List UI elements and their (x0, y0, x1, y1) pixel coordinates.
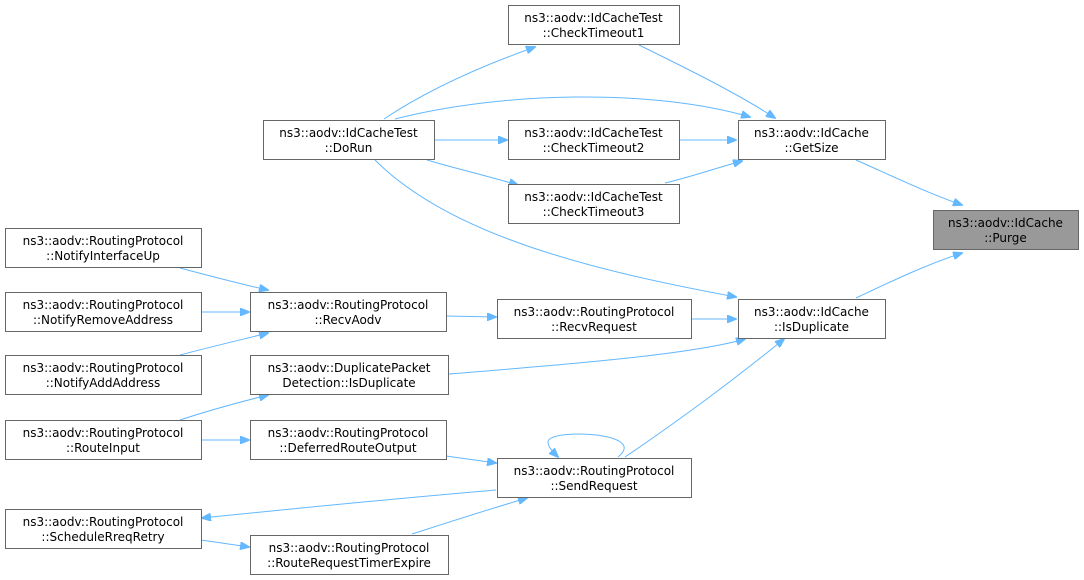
node-label-line1: ns3::aodv::RoutingProtocol (23, 234, 184, 248)
node-notifyaddaddress[interactable]: ns3::aodv::RoutingProtocol::NotifyAddAdd… (5, 355, 202, 395)
edge-getsize-to-purge (855, 159, 962, 205)
node-routerequesttimerexpire[interactable]: ns3::aodv::RoutingProtocol::RouteRequest… (250, 535, 449, 575)
node-checktimeout1[interactable]: ns3::aodv::IdCacheTest::CheckTimeout1 (508, 5, 680, 45)
node-box (250, 355, 449, 395)
node-label-line2: ::NotifyInterfaceUp (46, 249, 160, 263)
edge-sendrequest-to-sendrequest (547, 433, 625, 457)
node-label-line2: ::CheckTimeout2 (543, 141, 645, 155)
node-label-line1: ns3::aodv::RoutingProtocol (23, 515, 184, 529)
node-box (738, 299, 886, 339)
node-recvaodv[interactable]: ns3::aodv::RoutingProtocol::RecvAodv (250, 292, 447, 332)
node-label-line1: ns3::aodv::IdCache (754, 305, 869, 319)
edge-notifyinterfaceup-to-recvaodv (179, 267, 268, 290)
node-label-line1: ns3::aodv::IdCache (948, 216, 1063, 230)
node-routeinput[interactable]: ns3::aodv::RoutingProtocol::RouteInput (5, 420, 202, 460)
node-dorun[interactable]: ns3::aodv::IdCacheTest::DoRun (263, 120, 435, 160)
node-box (508, 120, 680, 160)
node-box (250, 292, 447, 332)
node-label-line1: ns3::aodv::IdCacheTest (279, 126, 418, 140)
node-label-line1: ns3::aodv::RoutingProtocol (268, 426, 429, 440)
node-label-line1: ns3::aodv::RoutingProtocol (514, 464, 675, 478)
edge-checktimeout3-to-getsize (664, 161, 742, 184)
node-label-line1: ns3::aodv::RoutingProtocol (23, 361, 184, 375)
node-label-line2: ::RouteInput (66, 441, 140, 455)
node-label-line1: ns3::aodv::RoutingProtocol (269, 541, 430, 555)
node-isduplicate[interactable]: ns3::aodv::IdCache::IsDuplicate (738, 299, 886, 339)
node-label-line2: ::DoRun (325, 141, 373, 155)
node-label-line1: ns3::aodv::RoutingProtocol (23, 426, 184, 440)
node-checktimeout2[interactable]: ns3::aodv::IdCacheTest::CheckTimeout2 (508, 120, 680, 160)
node-label-line2: ::RouteRequestTimerExpire (267, 556, 431, 570)
node-notifyremoveaddress[interactable]: ns3::aodv::RoutingProtocol::NotifyRemove… (5, 292, 202, 332)
node-sendrequest[interactable]: ns3::aodv::RoutingProtocol::SendRequest (497, 458, 692, 498)
edge-dpd_isduplicate-to-isduplicate (448, 339, 745, 375)
node-purge: ns3::aodv::IdCache::Purge (933, 210, 1079, 250)
node-box (263, 120, 435, 160)
node-box (508, 184, 680, 224)
node-box (933, 210, 1079, 250)
nodes-layer: ns3::aodv::IdCache::Purgens3::aodv::IdCa… (5, 5, 1079, 575)
node-schedulerreqretry[interactable]: ns3::aodv::RoutingProtocol::ScheduleRreq… (5, 509, 202, 549)
node-label-line2: ::RecvRequest (551, 320, 637, 334)
edge-routerequesttimerexpire-to-sendrequest (411, 498, 527, 535)
node-box (250, 535, 449, 575)
node-label-line1: ns3::aodv::RoutingProtocol (514, 305, 675, 319)
edge-dorun-to-getsize (394, 96, 750, 120)
edge-dorun-to-isduplicate (374, 159, 736, 297)
node-notifyinterfaceup[interactable]: ns3::aodv::RoutingProtocol::NotifyInterf… (5, 228, 202, 268)
edge-notifyaddaddress-to-recvaodv (179, 333, 268, 356)
node-label-line1: ns3::aodv::RoutingProtocol (268, 298, 429, 312)
node-getsize[interactable]: ns3::aodv::IdCache::GetSize (738, 120, 886, 160)
node-label-line2: ::GetSize (784, 141, 838, 155)
node-box (5, 420, 202, 460)
node-box (508, 5, 680, 45)
node-label-line1: ns3::aodv::IdCacheTest (524, 190, 663, 204)
edges-layer (179, 44, 962, 547)
node-label-line2: ::NotifyRemoveAddress (33, 313, 173, 327)
node-label-line2: ::RecvAodv (314, 313, 381, 327)
node-dpd_isduplicate[interactable]: ns3::aodv::DuplicatePacketDetection::IsD… (250, 355, 449, 395)
node-box (738, 120, 886, 160)
node-label-line1: ns3::aodv::IdCacheTest (524, 126, 663, 140)
node-label-line2: ::DeferredRouteOutput (279, 441, 417, 455)
node-label-line2: ::IsDuplicate (774, 320, 849, 334)
node-box (5, 228, 202, 268)
node-label-line2: ::CheckTimeout1 (543, 26, 645, 40)
node-label-line2: ::Purge (984, 231, 1026, 245)
node-box (5, 292, 202, 332)
node-box (497, 299, 692, 339)
node-label-line1: ns3::aodv::IdCache (754, 126, 869, 140)
edge-routeinput-to-dpd_isduplicate (179, 395, 268, 421)
node-label-line2: ::NotifyAddAddress (46, 376, 161, 390)
edge-deferredrouteoutput-to-sendrequest (445, 455, 496, 463)
edge-checktimeout1-to-getsize (638, 44, 775, 118)
node-deferredrouteoutput[interactable]: ns3::aodv::RoutingProtocol::DeferredRout… (250, 420, 447, 460)
node-box (5, 355, 202, 395)
edge-recvaodv-to-recvrequest (445, 316, 496, 317)
node-label-line2: Detection::IsDuplicate (282, 376, 415, 390)
node-label-line1: ns3::aodv::DuplicatePacket (268, 361, 431, 375)
edge-dorun-to-checktimeout3 (426, 159, 518, 185)
node-label-line2: ::SendRequest (550, 479, 637, 493)
edge-schedulerreqretry-to-routerequesttimerexpire (200, 539, 249, 547)
node-label-line2: ::ScheduleRreqRetry (41, 530, 164, 544)
node-label-line1: ns3::aodv::IdCacheTest (524, 11, 663, 25)
node-recvrequest[interactable]: ns3::aodv::RoutingProtocol::RecvRequest (497, 299, 692, 339)
edge-dorun-to-checktimeout1 (383, 47, 535, 120)
edge-isduplicate-to-purge (855, 253, 962, 299)
node-box (497, 458, 692, 498)
node-box (5, 509, 202, 549)
node-box (250, 420, 447, 460)
edge-sendrequest-to-isduplicate (624, 339, 784, 458)
node-label-line2: ::CheckTimeout3 (543, 205, 645, 219)
edge-sendrequest-to-schedulerreqretry (202, 489, 497, 518)
node-label-line1: ns3::aodv::RoutingProtocol (23, 298, 184, 312)
node-checktimeout3[interactable]: ns3::aodv::IdCacheTest::CheckTimeout3 (508, 184, 680, 224)
